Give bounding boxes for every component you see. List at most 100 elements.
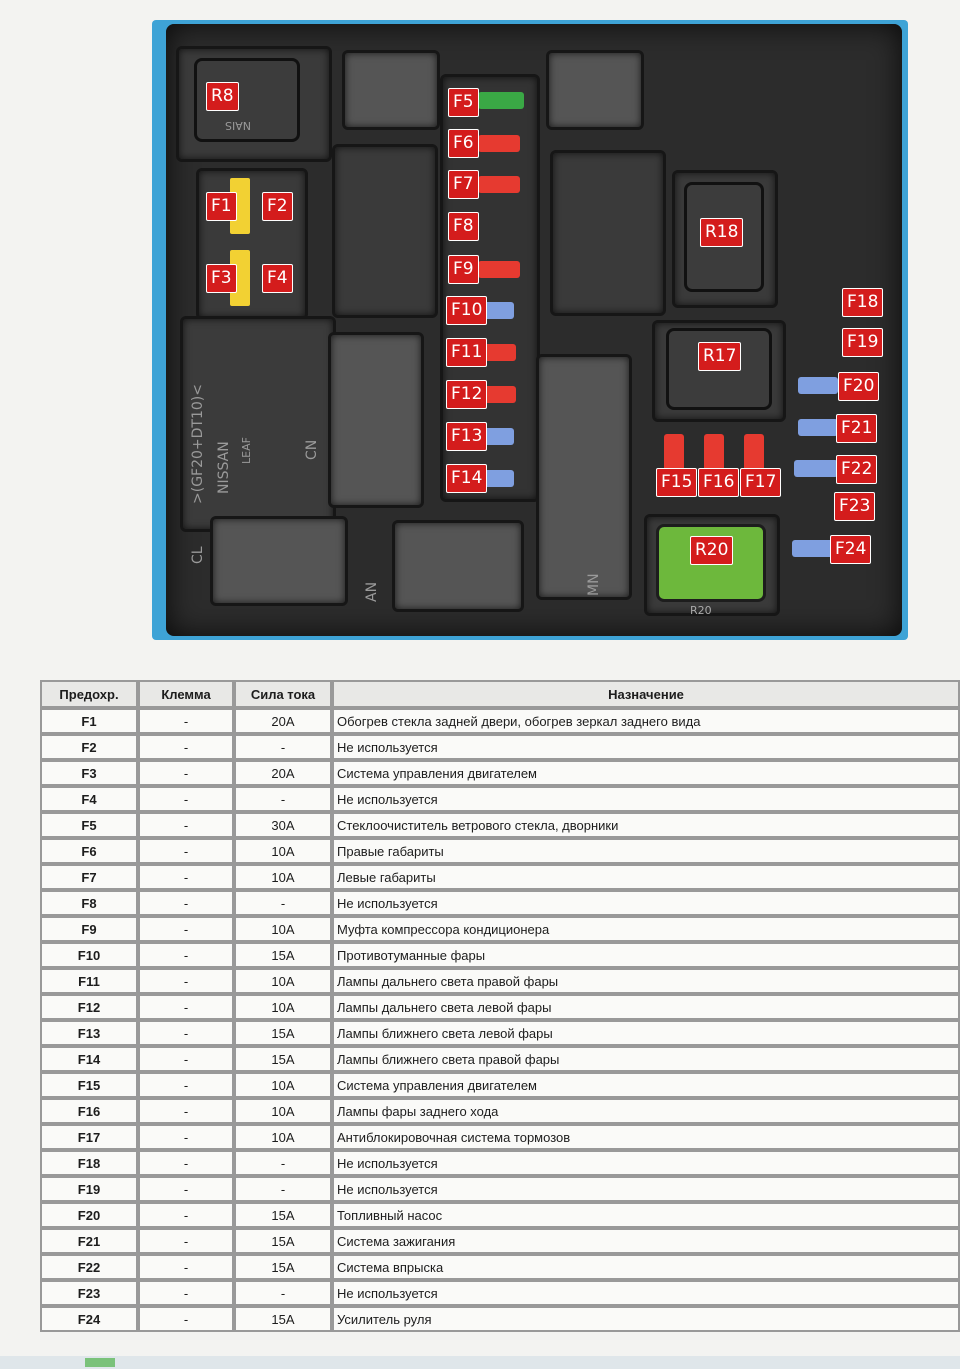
tag-f2: F2 — [262, 192, 293, 221]
connector-top-right — [546, 50, 644, 130]
fuse-f11-body — [478, 344, 516, 361]
cell-current: - — [234, 1280, 332, 1306]
tag-f7: F7 — [448, 170, 479, 199]
cell-purpose: Лампы дальнего света правой фары — [332, 968, 960, 994]
tag-f18: F18 — [842, 288, 884, 317]
cell-purpose: Стеклоочиститель ветрового стекла, дворн… — [332, 812, 960, 838]
table-row: F18--Не используется — [40, 1150, 960, 1176]
cell-current: 10A — [234, 994, 332, 1020]
cell-terminal: - — [138, 734, 234, 760]
tag-r17: R17 — [698, 342, 742, 371]
table-header-row: Предохр. Клемма Сила тока Назначение — [40, 680, 960, 708]
connector-block-left — [332, 144, 438, 318]
cell-purpose: Система управления двигателем — [332, 1072, 960, 1098]
cell-purpose: Не используется — [332, 890, 960, 916]
table-row: F4--Не используется — [40, 786, 960, 812]
tag-f11: F11 — [446, 338, 488, 367]
cell-fuse: F14 — [40, 1046, 138, 1072]
fuse-f21-body — [798, 419, 838, 436]
cell-purpose: Система управления двигателем — [332, 760, 960, 786]
cell-fuse: F20 — [40, 1202, 138, 1228]
r20-emboss: R20 — [690, 604, 712, 617]
cell-current: 20A — [234, 708, 332, 734]
cell-terminal: - — [138, 760, 234, 786]
tag-f14: F14 — [446, 464, 488, 493]
cell-purpose: Не используется — [332, 734, 960, 760]
cell-fuse: F1 — [40, 708, 138, 734]
cell-fuse: F7 — [40, 864, 138, 890]
cell-current: 15A — [234, 1306, 332, 1332]
cell-current: - — [234, 734, 332, 760]
tag-f12: F12 — [446, 380, 488, 409]
fuse-f6-body — [478, 135, 520, 152]
cell-current: - — [234, 786, 332, 812]
cell-fuse: F11 — [40, 968, 138, 994]
connector-cn — [328, 332, 424, 508]
fuse-f5-body — [478, 92, 524, 109]
tag-f10: F10 — [446, 296, 488, 325]
fuse-table: Предохр. Клемма Сила тока Назначение F1-… — [40, 680, 960, 1332]
cell-purpose: Антиблокировочная система тормозов — [332, 1124, 960, 1150]
cell-purpose: Топливный насос — [332, 1202, 960, 1228]
tag-f21: F21 — [836, 414, 878, 443]
relay-r8-brand-text: NAIS — [225, 119, 251, 132]
tag-f4: F4 — [262, 264, 293, 293]
taskbar-indicator — [85, 1358, 115, 1367]
cell-fuse: F22 — [40, 1254, 138, 1280]
tag-f1: F1 — [206, 192, 237, 221]
cell-terminal: - — [138, 916, 234, 942]
cell-fuse: F10 — [40, 942, 138, 968]
material-emboss: >(GF20+DT10)< — [190, 384, 206, 504]
tag-r8: R8 — [206, 82, 239, 111]
fuse-f9-body — [478, 261, 520, 278]
tag-f20: F20 — [838, 372, 880, 401]
cell-fuse: F16 — [40, 1098, 138, 1124]
cell-purpose: Правые габариты — [332, 838, 960, 864]
connector-mn — [536, 354, 632, 600]
tag-f15: F15 — [656, 468, 698, 497]
cell-terminal: - — [138, 1150, 234, 1176]
cell-terminal: - — [138, 1306, 234, 1332]
table-row: F2--Не используется — [40, 734, 960, 760]
cell-fuse: F6 — [40, 838, 138, 864]
fuse-f1-f4-holder — [196, 168, 308, 320]
cell-purpose: Не используется — [332, 1150, 960, 1176]
fuse-f12-body — [478, 386, 516, 403]
cell-purpose: Лампы фары заднего хода — [332, 1098, 960, 1124]
cell-current: 15A — [234, 1228, 332, 1254]
cell-purpose: Система впрыска — [332, 1254, 960, 1280]
cell-purpose: Муфта компрессора кондиционера — [332, 916, 960, 942]
connector-cl — [210, 516, 348, 606]
cell-terminal: - — [138, 1202, 234, 1228]
table-row: F19--Не используется — [40, 1176, 960, 1202]
cell-fuse: F3 — [40, 760, 138, 786]
tag-r18: R18 — [700, 218, 744, 247]
tag-f13: F13 — [446, 422, 488, 451]
connector-an — [392, 520, 524, 612]
cell-terminal: - — [138, 812, 234, 838]
cell-fuse: F5 — [40, 812, 138, 838]
fuse-table-container: Предохр. Клемма Сила тока Назначение F1-… — [40, 680, 960, 1332]
cell-current: 15A — [234, 1202, 332, 1228]
cell-terminal: - — [138, 890, 234, 916]
cell-purpose: Противотуманные фары — [332, 942, 960, 968]
cell-terminal: - — [138, 968, 234, 994]
cell-terminal: - — [138, 1280, 234, 1306]
header-terminal: Клемма — [138, 680, 234, 708]
cell-current: 15A — [234, 942, 332, 968]
cell-purpose: Левые габариты — [332, 864, 960, 890]
cell-terminal: - — [138, 1176, 234, 1202]
